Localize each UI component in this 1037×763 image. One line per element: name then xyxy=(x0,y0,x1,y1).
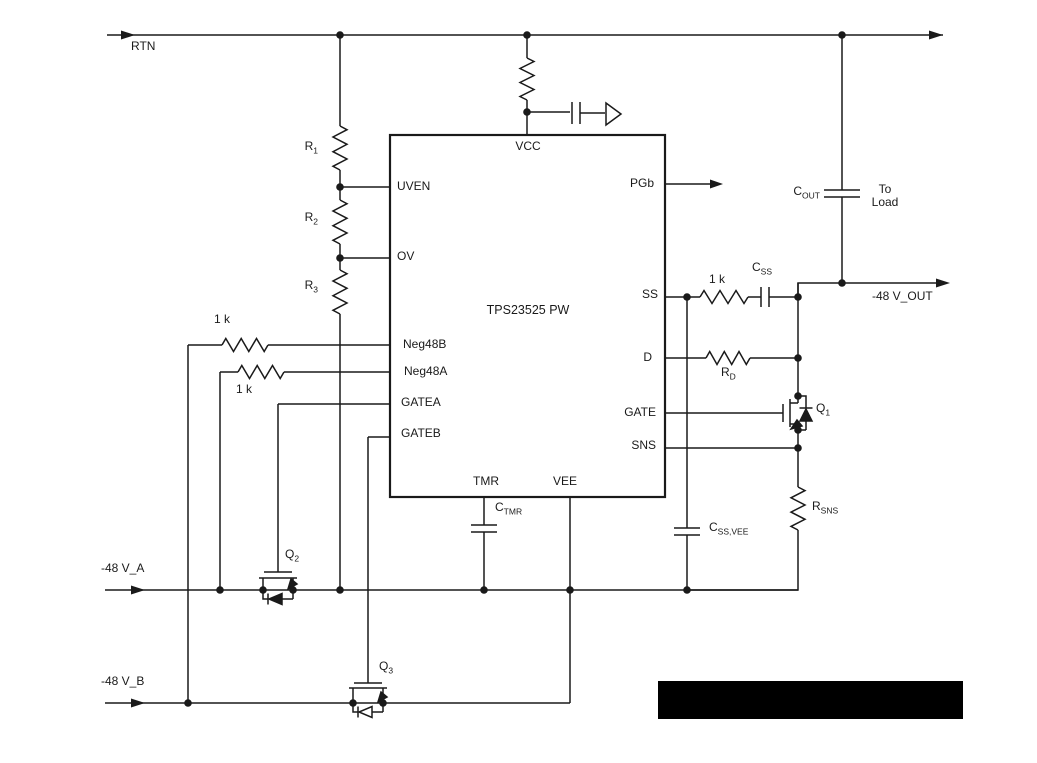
label-r1: R1 xyxy=(304,139,318,156)
label-1k-b: 1 k xyxy=(214,312,231,326)
resistor-rsns xyxy=(789,486,807,531)
label-q3: Q3 xyxy=(379,659,394,676)
label-css: CSS xyxy=(752,260,773,277)
label-pin-gateb: GATEB xyxy=(401,426,441,440)
rtn-in-arrow xyxy=(121,30,135,40)
wire-gateb xyxy=(367,436,390,683)
vout-arrow xyxy=(936,278,950,288)
label-pin-tmr: TMR xyxy=(473,474,499,488)
label-net-feed-b: -48 V_B xyxy=(101,674,145,688)
label-pin-gate: GATE xyxy=(624,405,656,419)
resistor-r2 xyxy=(331,199,349,245)
label-r3: R3 xyxy=(304,278,318,295)
label-net-feed-a: -48 V_A xyxy=(101,561,145,575)
capacitor-css-vee xyxy=(674,527,700,536)
label-rd: RD xyxy=(721,365,736,382)
resistor-1k-b xyxy=(221,337,269,353)
ic-body xyxy=(388,133,667,499)
label-pin-neg48b: Neg48B xyxy=(403,337,447,351)
pgb-arrow xyxy=(710,179,723,189)
label-pin-neg48a: Neg48A xyxy=(404,364,448,378)
q2-body-diode xyxy=(267,592,283,606)
label-pin-uven: UVEN xyxy=(397,179,431,193)
label-ctmr: CTMR xyxy=(495,500,523,517)
junction-dots xyxy=(184,31,846,707)
resistor-vcc xyxy=(518,57,536,101)
label-pin-ov: OV xyxy=(397,249,415,263)
capacitor-cout xyxy=(824,189,860,198)
label-1k-ss: 1 k xyxy=(709,272,726,286)
arrowheads xyxy=(121,30,950,708)
resistor-1k-ss xyxy=(699,289,749,305)
label-pin-vcc: VCC xyxy=(515,139,541,153)
mosfet-q3 xyxy=(349,682,387,703)
label-q1: Q1 xyxy=(816,401,831,418)
resistor-r3 xyxy=(331,269,349,315)
capacitor-ctmr xyxy=(471,524,497,533)
q1-body-diode xyxy=(798,407,814,422)
resistor-r1 xyxy=(331,125,349,171)
label-pin-vee: VEE xyxy=(552,474,577,488)
label-q2: Q2 xyxy=(285,547,300,564)
label-cout: COUT xyxy=(793,184,820,201)
q3-body-diode xyxy=(357,705,373,719)
redaction-box xyxy=(658,681,963,719)
label-css-vee: CSS,VEE xyxy=(709,520,749,537)
feed-b-arrow xyxy=(131,698,145,708)
label-pin-ss: SS xyxy=(641,287,658,301)
label-pin-d: D xyxy=(643,350,652,364)
capacitor-css xyxy=(760,287,770,307)
mosfet-q2 xyxy=(259,571,297,590)
label-pin-sns: SNS xyxy=(631,438,656,452)
ic-part-number: TPS23525 PW xyxy=(486,303,570,317)
rtn-out-arrow xyxy=(929,30,943,40)
label-rsns: RSNS xyxy=(812,499,839,516)
label-r2: R2 xyxy=(304,210,318,227)
label-1k-a: 1 k xyxy=(236,382,253,396)
wire-group xyxy=(105,34,943,719)
label-net-vout: -48 V_OUT xyxy=(872,289,933,303)
label-pin-pgb: PGb xyxy=(629,176,654,190)
capacitor-vcc xyxy=(571,102,581,124)
resistor-1k-a xyxy=(237,364,285,380)
mosfet-q1 xyxy=(782,399,799,487)
buffer-triangle xyxy=(605,101,623,127)
label-net-rtn: RTN xyxy=(131,39,156,53)
resistor-rd xyxy=(705,349,751,367)
wire-gatea xyxy=(277,403,390,572)
label-pin-gatea: GATEA xyxy=(401,395,441,409)
feed-a-arrow xyxy=(131,585,145,595)
